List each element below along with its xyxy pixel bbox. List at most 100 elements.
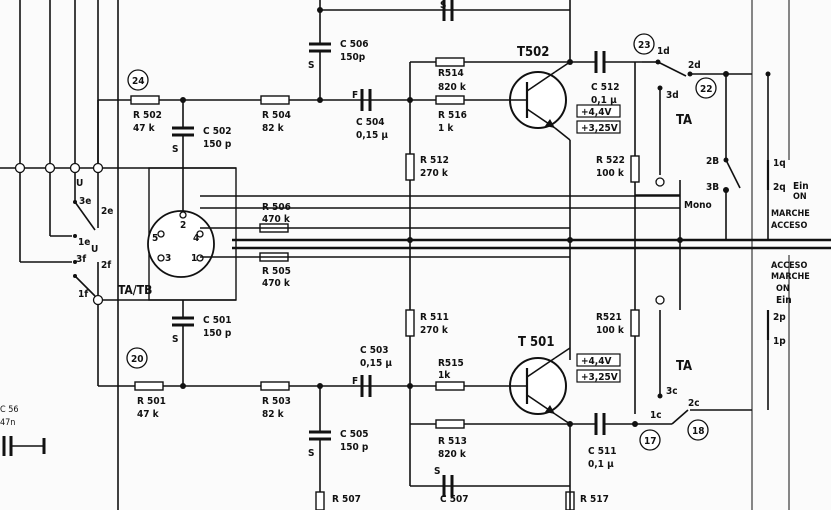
label-ein-bot-2: ON [776, 284, 790, 294]
label-c502-value: 150 p [203, 139, 232, 150]
label-r505: R 505 [262, 266, 291, 277]
label-s-c507: S [434, 466, 440, 477]
label-c501-value: 150 p [203, 328, 232, 339]
label-s-c501: S [172, 334, 178, 345]
resistor-r507 [315, 491, 325, 510]
label-ein-top-2: MARCHE [771, 209, 810, 219]
label-c507: C 507 [440, 494, 469, 505]
label-r522-value: 100 k [596, 168, 625, 179]
label-ein-bot-0: ACCESO [771, 261, 808, 271]
label-ein-top-1: ON [793, 192, 807, 202]
label-r502-value: 47 k [133, 123, 156, 134]
label-ein-bot-3: Ein [776, 295, 792, 306]
label-2d: 2d [688, 60, 701, 71]
label-c505-value: 150 p [340, 442, 369, 453]
label-s-c502: S [172, 144, 178, 155]
resistor-r515 [435, 381, 465, 391]
label-c503-value: 0,15 μ [360, 358, 392, 369]
label-1c: 1c [650, 410, 662, 421]
transistor-t501 [509, 347, 571, 425]
label-ein-top-0: Ein [793, 181, 809, 192]
label-2f: 2f [101, 260, 111, 271]
label-mono: Mono [684, 200, 712, 211]
label-3b: 3B [706, 182, 719, 193]
din-pin-2: 2 [180, 220, 186, 231]
label-2c: 2c [688, 398, 700, 409]
label-ein-top-3: ACCESO [771, 221, 808, 231]
label-1q: 1q [773, 158, 786, 169]
top-input-path [98, 0, 570, 486]
terminal-markers [126, 33, 717, 451]
resistor-r514 [435, 57, 465, 67]
mono-switch-contact-bottom [655, 295, 665, 305]
din-socket [147, 167, 237, 301]
bottom-input-path [98, 300, 575, 510]
label-ta-bottom: TA [676, 359, 692, 374]
resistor-r502 [130, 95, 160, 105]
mono-switch-contact-top [655, 177, 665, 187]
label-r507: R 507 [332, 494, 361, 505]
label-s-c505: S [308, 448, 314, 459]
label-r521-value: 100 k [596, 325, 625, 336]
din-pin-1: 1 [191, 253, 197, 264]
label-s-top: S [440, 0, 446, 11]
label-3c: 3c [666, 386, 678, 397]
label-r512: R 512 [420, 155, 449, 166]
voltage-box-t501-2 [576, 369, 621, 383]
label-c511: C 511 [588, 446, 617, 457]
label-t502-v2: +3,25V [581, 123, 618, 134]
label-3d: 3d [666, 90, 679, 101]
label-r513: R 513 [438, 436, 467, 447]
label-c56-value: 47n [0, 418, 15, 428]
label-r511-value: 270 k [420, 325, 449, 336]
panel-borders [117, 0, 790, 510]
resistor-r522 [630, 155, 640, 183]
power-switch [723, 71, 771, 410]
label-u1: U [76, 178, 83, 189]
resistor-r503 [260, 381, 290, 391]
label-r515-value: 1k [438, 370, 451, 381]
label-r512-value: 270 k [420, 168, 449, 179]
label-r521: R521 [596, 312, 622, 323]
label-r503-value: 82 k [262, 409, 285, 420]
left-junction-rings [14, 162, 104, 306]
voltage-box-t502-1 [576, 104, 621, 118]
voltage-box-t501-1 [576, 353, 621, 367]
label-c505: C 505 [340, 429, 369, 440]
label-r514-value: 820 k [438, 82, 467, 93]
label-c501: C 501 [203, 315, 232, 326]
label-2q: 2q [773, 182, 786, 193]
label-2e: 2e [101, 206, 113, 217]
label-r506: R 506 [262, 202, 291, 213]
label-r502: R 502 [133, 110, 162, 121]
din-pin-5: 5 [152, 233, 158, 244]
resistor-r521 [630, 309, 640, 337]
label-2b: 2B [706, 156, 719, 167]
terminal-23: 23 [638, 40, 651, 51]
resistor-r512 [405, 153, 415, 181]
label-ta-top: TA [676, 113, 692, 128]
label-t501-v1: +4,4V [581, 356, 611, 367]
terminal-22: 22 [700, 84, 713, 95]
terminal-24: 24 [132, 76, 145, 87]
bus-lines [200, 195, 831, 262]
label-u2: U [91, 244, 98, 255]
label-r513-value: 820 k [438, 449, 467, 460]
label-f-bottom: F [352, 376, 358, 387]
label-r501-value: 47 k [137, 409, 160, 420]
label-ein-bot-1: MARCHE [771, 272, 810, 282]
label-r501: R 501 [137, 396, 166, 407]
resistor-r504 [260, 95, 290, 105]
label-r504-value: 82 k [262, 123, 285, 134]
label-c504: C 504 [356, 117, 385, 128]
label-c512-value: 0,1 μ [591, 95, 617, 106]
label-c503: C 503 [360, 345, 389, 356]
din-pin-4: 4 [193, 233, 199, 244]
label-r522: R 522 [596, 155, 625, 166]
label-r517: R 517 [580, 494, 609, 505]
label-c506: C 506 [340, 39, 369, 50]
label-r516: R 516 [438, 110, 467, 121]
label-f-top: F [352, 90, 358, 101]
label-c511-value: 0,1 μ [588, 459, 614, 470]
